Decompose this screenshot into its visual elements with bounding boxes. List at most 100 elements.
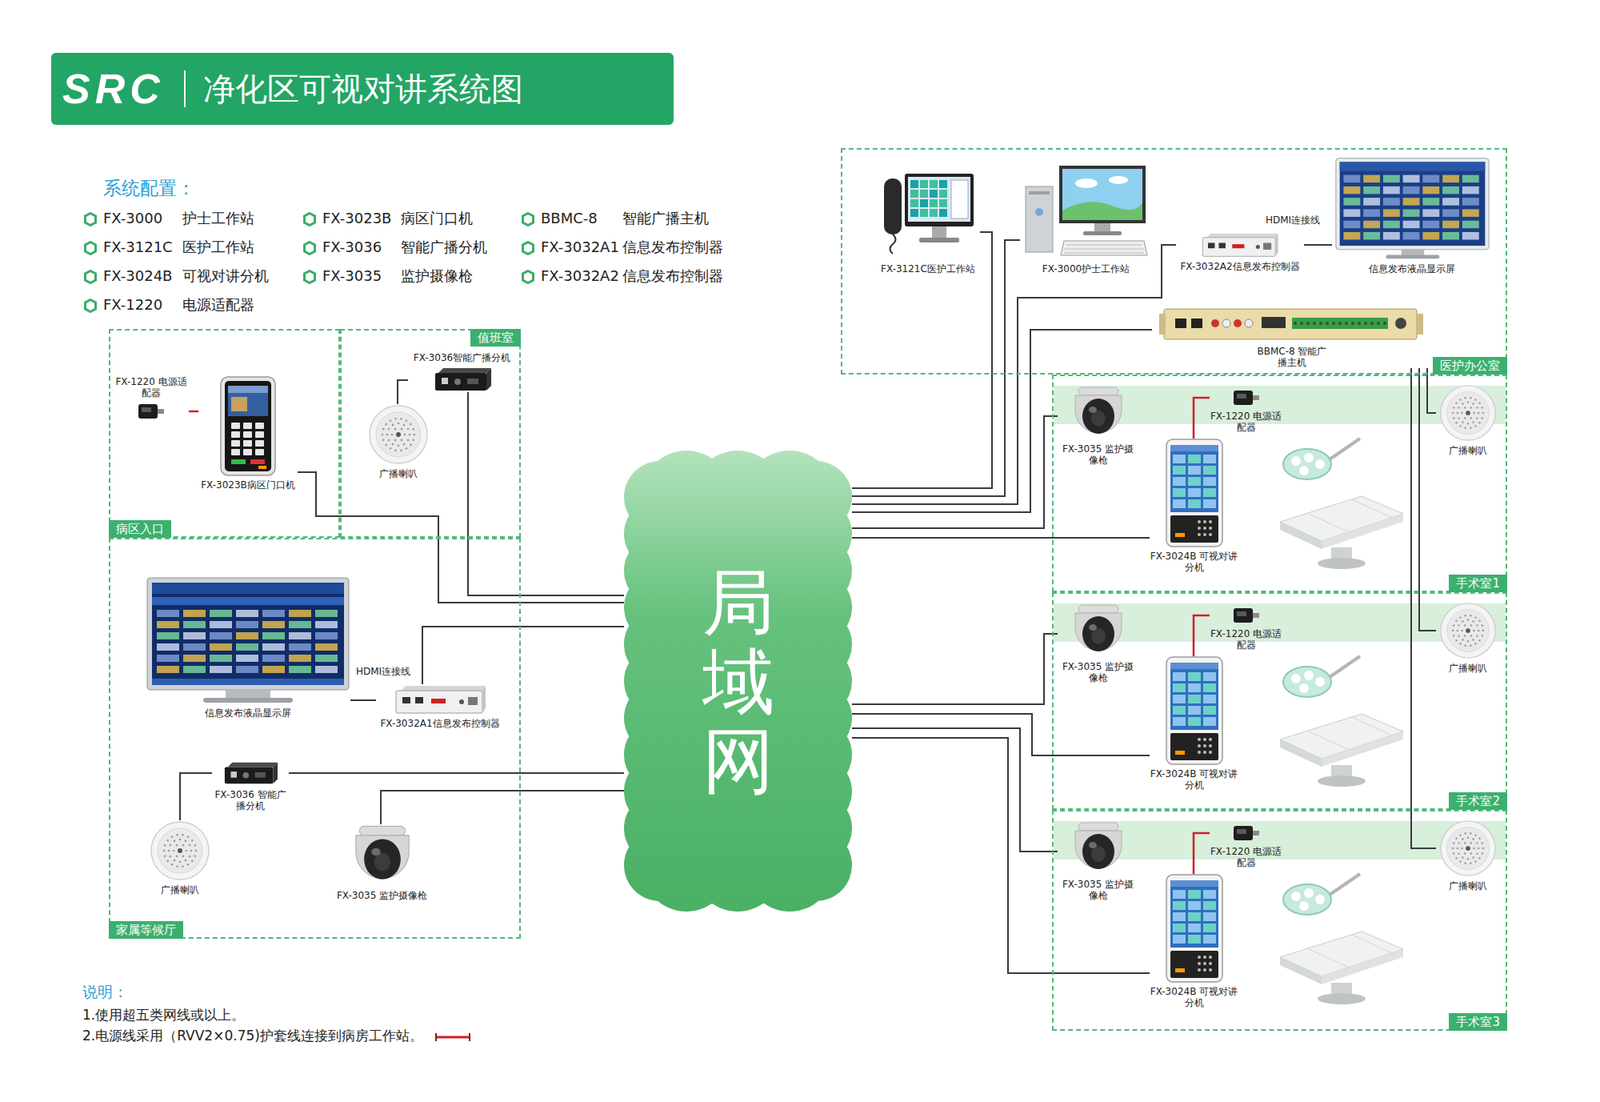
door-icon-part xyxy=(255,431,264,438)
ws-icon-part xyxy=(910,208,919,217)
device-label: FX-3035 监护摄像枪 xyxy=(336,889,428,901)
od-icon-part xyxy=(1461,220,1479,229)
camera-icon-part xyxy=(1078,822,1119,831)
adapter-icon xyxy=(137,401,165,421)
speaker-icon-part xyxy=(1455,421,1457,424)
intercom-icon-part xyxy=(1188,900,1201,910)
intercom-icon-part xyxy=(1172,672,1186,681)
list-bullet xyxy=(84,269,97,284)
screen-icon-part xyxy=(156,643,180,651)
door-icon-part xyxy=(231,448,240,456)
room-art xyxy=(1053,385,1506,569)
od-icon-part xyxy=(1382,208,1400,217)
speaker-icon-part xyxy=(1467,401,1469,404)
speaker-icon-part xyxy=(396,422,400,425)
intercom-icon-part xyxy=(1172,889,1186,899)
screen-icon-part xyxy=(288,665,312,673)
speaker-icon-part xyxy=(1452,416,1455,419)
intercom-icon-part xyxy=(1170,515,1219,543)
intercom-icon-part xyxy=(1208,737,1212,741)
speaker-icon-part xyxy=(1461,420,1464,423)
speaker-icon-part xyxy=(1478,421,1480,424)
ctrl-icon-part xyxy=(482,685,486,713)
screen-icon-part xyxy=(183,632,206,640)
camera-icon-part xyxy=(1088,841,1097,848)
speaker-icon-part xyxy=(1456,412,1459,414)
bbmc-icon-part xyxy=(1191,318,1203,328)
ctrl-icon-part xyxy=(1232,244,1244,248)
ws-icon-part xyxy=(910,199,919,208)
amp-icon-part xyxy=(228,762,278,768)
intercom-icon-part xyxy=(1208,750,1212,754)
ws-icon-part xyxy=(929,199,938,208)
device-name: 病区门口机 xyxy=(400,209,473,228)
notes-heading: 说明： xyxy=(82,982,128,1001)
amp-icon-part xyxy=(454,378,461,385)
od-icon-part xyxy=(1422,208,1440,217)
intercom-icon-part xyxy=(1170,444,1219,512)
speaker-icon-part xyxy=(1459,424,1461,427)
ctrl-icon-part xyxy=(1275,233,1278,257)
hexagon-bullet-part xyxy=(85,300,96,312)
door-icon-part xyxy=(231,396,248,412)
adapter-icon-part xyxy=(1252,830,1260,836)
intercom-icon-part xyxy=(1203,683,1216,692)
od-icon-part xyxy=(1363,197,1380,206)
speaker-icon-part xyxy=(1469,426,1472,428)
device-node: FX-3035 监护摄像枪 xyxy=(1057,820,1139,901)
power-cable xyxy=(1193,615,1210,656)
speaker-icon-part xyxy=(173,840,176,843)
hexagon-bullet xyxy=(303,269,316,284)
screen-icon-part xyxy=(288,654,312,662)
speaker-icon-part xyxy=(1464,644,1466,646)
speaker-icon-part xyxy=(169,855,172,858)
screen-icon-part xyxy=(225,689,271,698)
intercom-icon-part xyxy=(1170,662,1219,730)
bbmc-icon-part xyxy=(1370,321,1374,325)
speaker-icon-part xyxy=(1459,616,1461,618)
speaker-icon-part xyxy=(1476,416,1478,419)
screen-icon-part xyxy=(156,609,180,617)
speaker-icon-part xyxy=(1455,856,1457,859)
ctrl-icon-part xyxy=(396,690,483,713)
intercom-icon-part xyxy=(1203,961,1207,965)
list-bullet xyxy=(303,240,316,256)
speaker-icon xyxy=(149,820,211,881)
screen-icon-part xyxy=(236,654,259,662)
intercom-icon-part xyxy=(1203,520,1207,524)
ws-icon-part xyxy=(910,189,919,198)
od-icon-part xyxy=(1422,220,1440,229)
screen-icon-part xyxy=(156,632,180,640)
network-cable xyxy=(422,626,624,684)
device-label: FX-3035 监护摄像枪 xyxy=(1057,878,1139,901)
amp-icon-part xyxy=(441,377,448,384)
device-node: FX-1220 电源适配器 xyxy=(1209,388,1283,433)
device-icon xyxy=(350,824,415,887)
speaker-icon-part xyxy=(390,433,393,436)
ws-icon-part xyxy=(920,208,928,217)
intercom-icon-part xyxy=(1203,934,1216,944)
speaker-icon-part xyxy=(1452,634,1455,636)
intercom-icon-part xyxy=(1175,750,1185,755)
amp-icon-part xyxy=(272,762,278,784)
screen-icon-part xyxy=(315,665,338,673)
network-cable xyxy=(380,790,624,824)
speaker-icon-part xyxy=(404,447,408,450)
speaker-icon-part xyxy=(1440,603,1496,658)
speaker-icon-part xyxy=(1472,412,1475,414)
speaker-icon-part xyxy=(404,419,408,422)
pc-icon-part xyxy=(1083,231,1122,236)
speaker-icon-part xyxy=(1452,841,1455,844)
model-number: FX-3032A1 xyxy=(540,238,620,256)
ctrl-icon-part xyxy=(1202,237,1276,257)
speaker-icon-part xyxy=(182,844,185,847)
speaker-icon-part xyxy=(168,849,171,852)
camera-icon-part xyxy=(1075,395,1122,433)
intercom-icon-part xyxy=(1170,880,1219,887)
speaker-icon-part xyxy=(1464,634,1466,636)
speaker-icon-part xyxy=(1464,861,1466,864)
speaker-icon-part xyxy=(1472,837,1474,840)
adapter-icon-part xyxy=(138,404,158,419)
bbmc-icon-part xyxy=(1175,318,1187,328)
